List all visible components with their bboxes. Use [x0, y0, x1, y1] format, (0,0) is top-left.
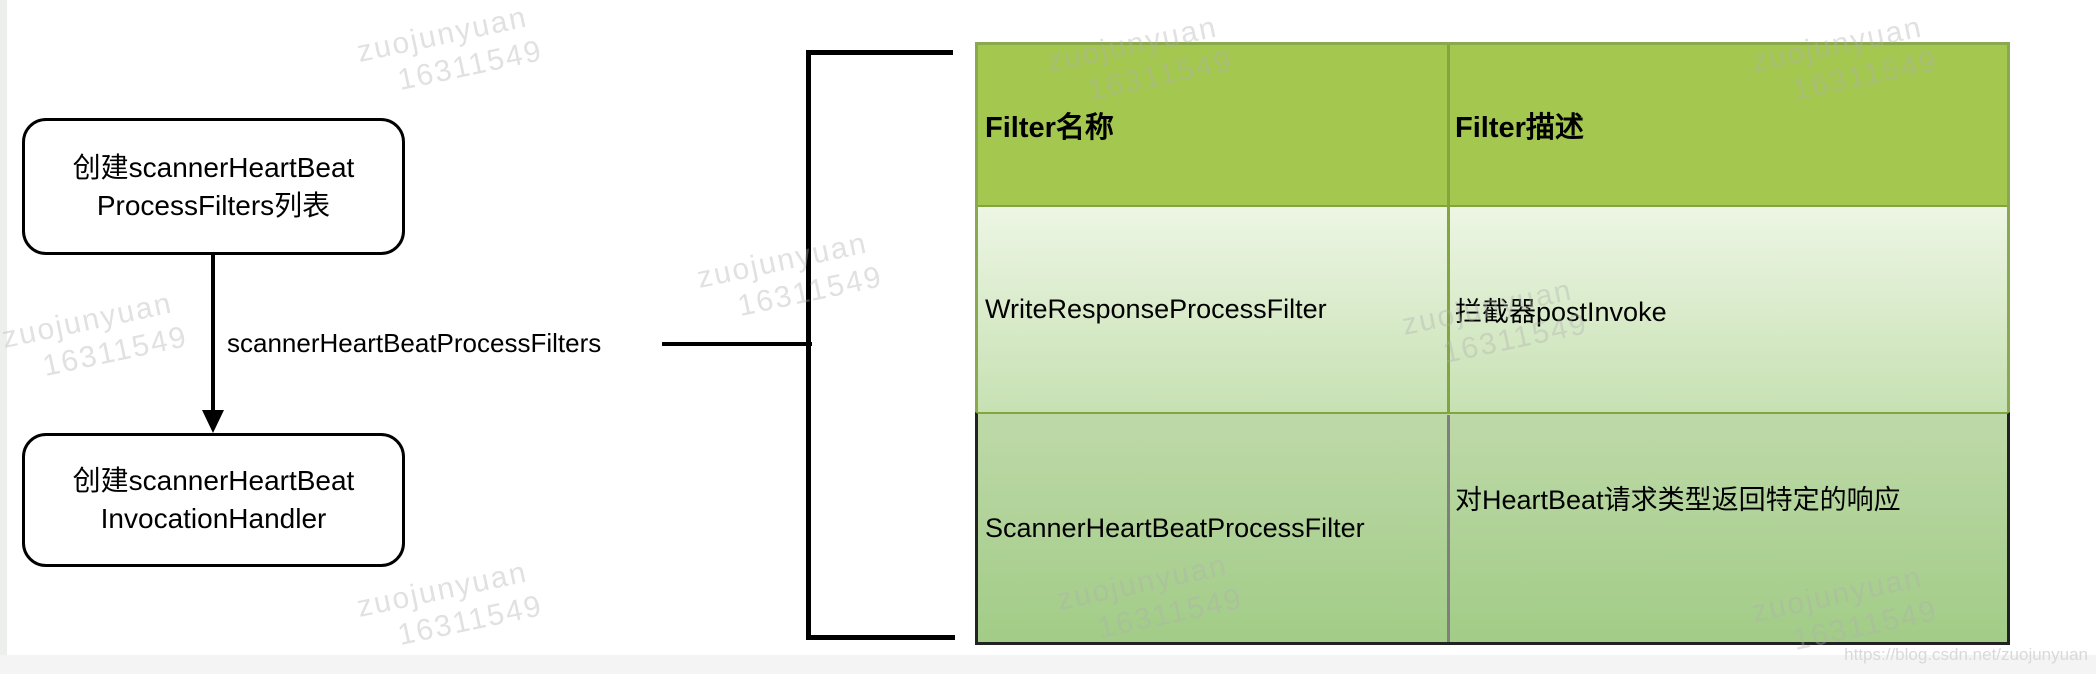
bracket-middle-arm	[662, 342, 812, 346]
footer-strip	[0, 655, 2096, 674]
table-column-divider	[1447, 45, 1450, 412]
table-column-divider-row2	[1447, 415, 1450, 642]
cell-text: ScannerHeartBeatProcessFilter	[985, 513, 1365, 543]
footer-url: https://blog.csdn.net/zuojunyuan	[1844, 645, 2088, 664]
arrow-head-icon	[202, 410, 224, 433]
flow-node-create-invocation-handler: 创建scannerHeartBeat InvocationHandler	[22, 433, 405, 567]
cell-text: 拦截器postInvoke	[1455, 297, 1667, 327]
flow-node-text-line: 创建scannerHeartBeat	[72, 465, 355, 496]
table-cell-filter-desc-2: 对HeartBeat请求类型返回特定的响应	[1455, 412, 2000, 645]
table-header-filter-name: Filter名称	[985, 45, 1440, 205]
table-cell-filter-name-1: WriteResponseProcessFilter	[985, 207, 1440, 412]
flow-node-text-line: InvocationHandler	[100, 503, 327, 534]
table-row-write-response	[978, 207, 2007, 412]
header-cell-text: Filter描述	[1455, 112, 1584, 144]
flow-node-text-line: 创建scannerHeartBeat	[72, 151, 355, 183]
flow-node-text-line: ProcessFilters列表	[96, 189, 331, 221]
table-header-row	[978, 45, 2007, 205]
page-edge-strip	[0, 0, 7, 674]
header-cell-text: Filter名称	[985, 112, 1114, 144]
arrow-connector-line	[211, 255, 215, 413]
table-cell-filter-desc-1: 拦截器postInvoke	[1455, 207, 2000, 412]
cell-text: 对HeartBeat请求类型返回特定的响应	[1455, 485, 1901, 515]
bracket-vertical-line	[806, 50, 811, 640]
table-header-bottom-border	[978, 205, 2007, 207]
flow-node-create-process-filters-list: 创建scannerHeartBeat ProcessFilters列表	[22, 118, 405, 255]
bracket-top-arm	[806, 50, 953, 55]
cell-text: WriteResponseProcessFilter	[985, 294, 1327, 324]
table-cell-filter-name-2: ScannerHeartBeatProcessFilter	[985, 412, 1440, 645]
filters-table: Filter名称 Filter描述 WriteResponseProcessFi…	[975, 42, 2010, 645]
table-header-filter-desc: Filter描述	[1455, 45, 2000, 205]
edge-label: scannerHeartBeatProcessFilters	[227, 328, 602, 358]
bracket-bottom-arm	[806, 635, 955, 640]
